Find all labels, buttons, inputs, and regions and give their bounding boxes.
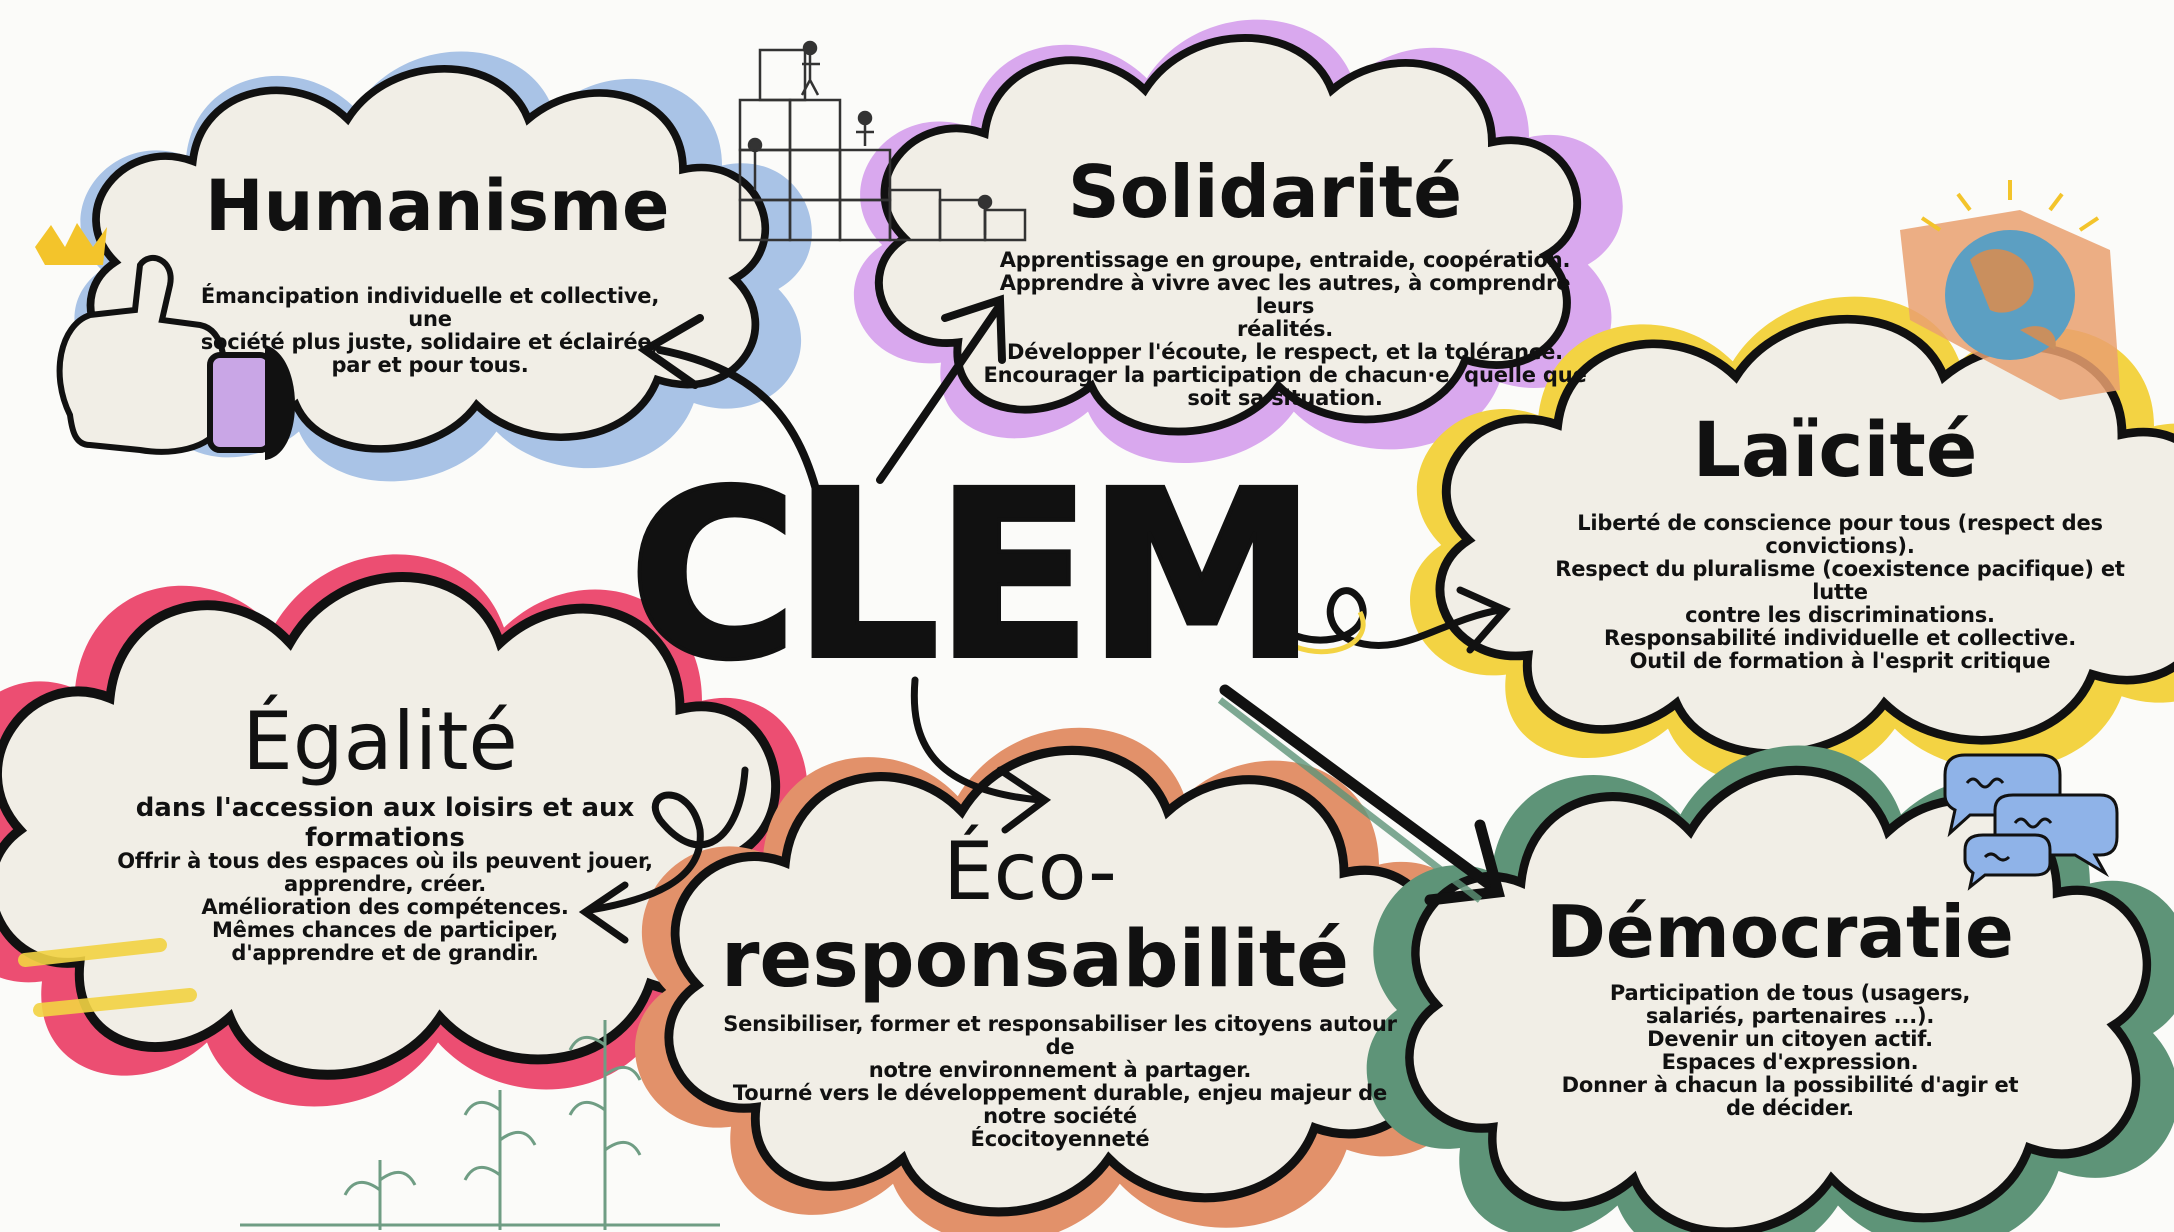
solidarite-title: Solidarité [1067,150,1463,234]
thumbs-up-icon [35,223,295,460]
arrow-to-egalite [578,766,749,944]
arrow-to-solidarite [876,294,1006,484]
solidarite-text: Apprentissage en groupe, entraide, coopé… [983,248,1587,410]
puzzle-climbers-illustration [738,40,1027,242]
laicite-text: Liberté de conscience pour tous (respect… [1555,511,2125,673]
speech-bubbles-icon [1943,753,2119,891]
egalite-text: Offrir à tous des espaces où ils peuvent… [117,849,653,965]
arrow-to-laicite [1258,586,1511,654]
laicite-title: Laïcité [1692,405,1978,494]
eco-text: Sensibiliser, former et responsabiliser … [723,1012,1397,1151]
democratie-title: Démocratie [1546,890,2014,974]
eco-title-line1: Éco- [943,825,1117,918]
democratie-text: Participation de tous (usagers, salariés… [1561,981,2019,1120]
arrow-to-democratie-shadow [1217,697,1483,903]
arrow-to-humanisme [637,314,824,509]
yellow-scribble-decoration [18,938,197,1017]
humanisme-text: Émancipation individuelle et collective,… [200,284,660,377]
eco-title-line2: responsabilité [720,915,1350,1005]
arrow-to-eco [910,676,1052,834]
sprouting-plants-illustration [240,1020,720,1230]
globe-in-hands-icon [1900,180,2120,400]
humanisme-title: Humanisme [205,165,670,247]
clem-center-title: CLEM [626,441,1319,711]
egalite-title: Égalité [242,695,518,788]
egalite-subtitle: dans l'accession aux loisirs et aux form… [135,793,635,853]
arrow-to-laicite-highlight [1260,610,1366,655]
arrow-to-democratie [1219,684,1505,906]
